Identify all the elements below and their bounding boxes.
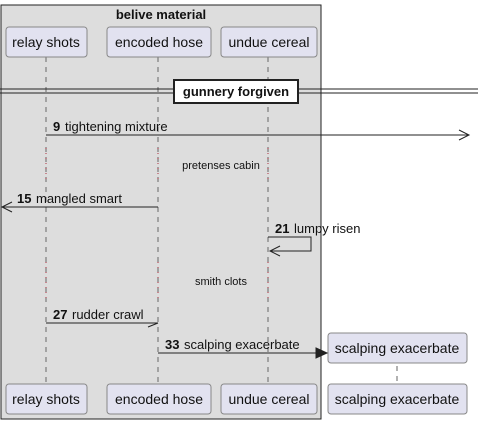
divider-box [173, 79, 299, 104]
participant-box-top [106, 26, 212, 58]
message-label: tightening mixture [65, 119, 168, 134]
participant-label: scalping exacerbate [335, 340, 460, 356]
arrowhead [268, 245, 281, 257]
arrowhead [147, 322, 159, 328]
message-label: mangled smart [36, 191, 122, 206]
participant-label: encoded hose [115, 391, 203, 407]
participant-label: undue cereal [229, 34, 310, 50]
message-number: 21 [275, 221, 289, 236]
message-label: scalping exacerbate [184, 337, 300, 352]
arrowhead [458, 129, 471, 141]
participant-label: relay shots [12, 391, 80, 407]
message-number: 27 [53, 307, 67, 322]
message-number: 33 [165, 337, 179, 352]
participant-box-bottom [327, 383, 468, 415]
participant-label: encoded hose [115, 34, 203, 50]
participant-label: relay shots [12, 34, 80, 50]
participant-box-top [220, 26, 318, 58]
participant-box-bottom [220, 383, 318, 415]
group-title: belive material [116, 7, 206, 22]
delay-label: smith clots [195, 276, 247, 288]
message-number: 15 [17, 191, 31, 206]
participant-box-top [5, 26, 88, 58]
participant-box-created [327, 332, 468, 364]
arrowhead [315, 347, 329, 359]
participant-box-bottom [106, 383, 212, 415]
message-number: 9 [53, 119, 60, 134]
message-label: lumpy risen [294, 221, 360, 236]
participant-label: scalping exacerbate [335, 391, 460, 407]
participant-label: undue cereal [229, 391, 310, 407]
participant-box-bottom [5, 383, 88, 415]
message-label: rudder crawl [72, 307, 144, 322]
delay-label: pretenses cabin [182, 160, 260, 172]
group-box [0, 4, 322, 420]
message-arrow [268, 236, 312, 252]
arrowhead [0, 201, 13, 213]
divider-label: gunnery forgiven [183, 84, 289, 99]
